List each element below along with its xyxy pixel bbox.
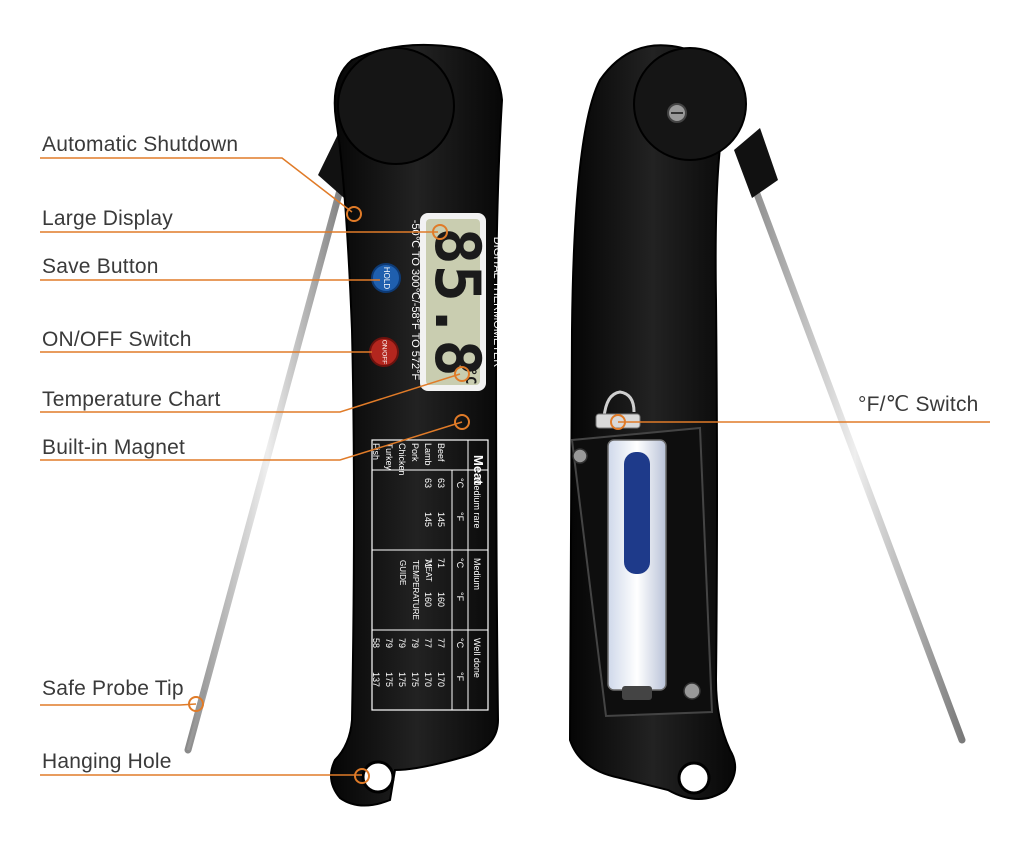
chart-cell: 63 bbox=[423, 478, 433, 488]
label-temperature-chart: Temperature Chart bbox=[42, 388, 221, 411]
chart-cell: 175 bbox=[397, 672, 407, 687]
chart-cell: 145 bbox=[423, 512, 433, 527]
meat-chart-title: Meat bbox=[471, 455, 486, 485]
callout-dots bbox=[188, 206, 626, 784]
screw-icon bbox=[683, 682, 701, 700]
label-automatic-shutdown: Automatic Shutdown bbox=[42, 133, 239, 156]
label-on-off-switch: ON/OFF Switch bbox=[42, 328, 192, 351]
chart-guide-text: TEMPERATURE bbox=[411, 560, 420, 620]
chart-cell: 170 bbox=[436, 672, 446, 687]
chart-cell: 77 bbox=[436, 638, 446, 648]
hold-button[interactable]: HOLD bbox=[371, 263, 401, 293]
chart-cell: 79 bbox=[384, 638, 394, 648]
hanging-hole bbox=[677, 761, 711, 795]
label-large-display: Large Display bbox=[42, 207, 173, 230]
label-built-in-magnet: Built-in Magnet bbox=[42, 436, 186, 459]
display-reading: 85.8 bbox=[421, 227, 494, 376]
hinge-head bbox=[337, 47, 455, 165]
front-thermometer: 85.8 °C DIGITAL THERMOMETER -50℃ TO 300℃… bbox=[184, 43, 504, 807]
hanging-hole bbox=[361, 760, 395, 794]
chart-cell: 170 bbox=[423, 672, 433, 687]
chart-unit: °F bbox=[455, 592, 465, 602]
chart-unit: °F bbox=[455, 512, 465, 522]
label-save-button: Save Button bbox=[42, 255, 159, 278]
chart-cell: 175 bbox=[384, 672, 394, 687]
probe-hinge bbox=[734, 128, 778, 198]
callout-line-built-in-magnet bbox=[40, 421, 463, 461]
chart-cell: 79 bbox=[397, 638, 407, 648]
callout-line-temperature-chart bbox=[40, 373, 461, 413]
label-f-c-switch: °F/℃ Switch bbox=[858, 393, 979, 416]
chart-meat-name: Lamb bbox=[423, 443, 433, 466]
chart-cell: 71 bbox=[436, 558, 446, 568]
chart-column-header: Medium bbox=[472, 558, 482, 590]
chart-cell: 71 bbox=[423, 558, 433, 568]
callout-lines bbox=[40, 157, 990, 776]
display-unit: °C bbox=[462, 368, 478, 385]
chart-unit: °C bbox=[455, 558, 465, 569]
chart-guide-text: MEAT bbox=[424, 560, 433, 582]
f-c-switch-base[interactable] bbox=[595, 413, 641, 429]
chart-meat-name: Fish bbox=[371, 443, 381, 460]
chart-column-header: Medium rare bbox=[472, 478, 482, 529]
chart-meat-name: Pork bbox=[410, 443, 420, 462]
chart-cell: 58 bbox=[371, 638, 381, 648]
chart-cell: 63 bbox=[436, 478, 446, 488]
chart-unit: °C bbox=[455, 478, 465, 489]
chart-unit: °F bbox=[455, 672, 465, 682]
chart-cell: 145 bbox=[436, 512, 446, 527]
callout-line-automatic-shutdown bbox=[40, 157, 353, 213]
chart-meat-name: Beef bbox=[436, 443, 446, 462]
chart-guide-text: GUIDE bbox=[398, 560, 407, 585]
battery-spring bbox=[622, 686, 652, 700]
chart-cell: 77 bbox=[423, 638, 433, 648]
label-safe-probe-tip: Safe Probe Tip bbox=[42, 677, 184, 700]
range-text: -50℃ TO 300℃/-58°F TO 572°F bbox=[409, 220, 421, 381]
hinge-head bbox=[633, 47, 747, 161]
chart-meat-name: Turkey bbox=[384, 443, 394, 471]
lcd-screen bbox=[426, 219, 480, 385]
hold-button-label: HOLD bbox=[382, 267, 391, 289]
label-hanging-hole: Hanging Hole bbox=[42, 750, 172, 773]
battery-label bbox=[624, 452, 650, 574]
power-button-label: ON/OFF bbox=[380, 340, 387, 365]
chart-cell: 175 bbox=[410, 672, 420, 687]
power-button[interactable]: ON/OFF bbox=[369, 337, 399, 367]
chart-unit: °C bbox=[455, 638, 465, 649]
chart-column-header: Well done bbox=[472, 638, 482, 678]
f-c-switch[interactable] bbox=[602, 390, 636, 419]
chart-cell: 79 bbox=[410, 638, 420, 648]
chart-meat-name: Chicken bbox=[397, 443, 407, 476]
brand-text: DIGITAL THERMOMETER bbox=[491, 237, 503, 368]
probe bbox=[184, 164, 350, 754]
callout-line-safe-probe-tip bbox=[40, 703, 197, 706]
chart-cell: 160 bbox=[436, 592, 446, 607]
chart-cell: 160 bbox=[423, 592, 433, 607]
probe bbox=[744, 166, 966, 744]
chart-cell: 137 bbox=[371, 672, 381, 687]
screw-icon bbox=[572, 448, 588, 464]
